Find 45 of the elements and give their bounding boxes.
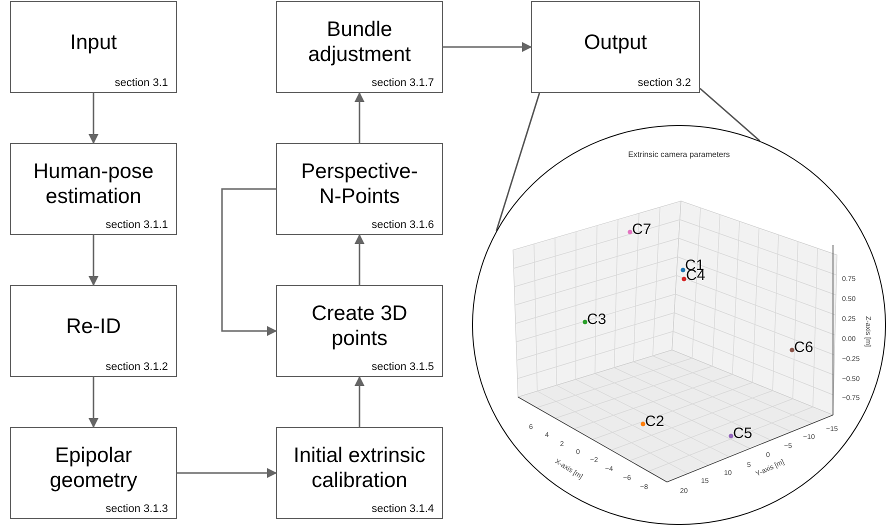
section-reference: section 3.1.7: [372, 77, 434, 89]
section-reference: section 3.1.6: [372, 219, 434, 231]
camera-label: C7: [632, 222, 652, 237]
step-title: Bundle adjustment: [307, 17, 412, 67]
arrow: [88, 235, 98, 286]
process-box: [10, 1, 177, 93]
camera-label: C5: [733, 426, 752, 441]
process-box: [276, 143, 443, 235]
arrow: [177, 468, 277, 478]
section-reference: section 3.1.1: [106, 219, 168, 231]
plot-title: Extrinsic camera parameters: [628, 150, 730, 159]
zoom-circle: [472, 125, 886, 525]
step-title: Input: [69, 30, 118, 54]
arrow: [354, 234, 364, 285]
step-title: Human-pose estimation: [32, 159, 155, 209]
section-reference: section 3.1.5: [372, 361, 434, 373]
process-box: [276, 427, 443, 519]
step-title: Create 3D points: [310, 301, 408, 351]
section-reference: section 3.1.4: [372, 503, 434, 515]
zoom-line: [700, 88, 760, 142]
camera-label: C6: [794, 340, 814, 355]
arrow: [354, 92, 364, 143]
step-title: Perspective-N-Points: [300, 159, 419, 209]
step-title: Initial extrinsic calibration: [292, 443, 426, 493]
process-box: [10, 143, 177, 235]
process-box: [10, 427, 177, 519]
process-box: [276, 1, 443, 93]
process-box: [276, 285, 443, 377]
process-box: [531, 1, 700, 93]
step-title: Epipolar geometry: [48, 443, 138, 493]
arrow: [88, 377, 98, 428]
arrow: [443, 42, 532, 52]
zoom-line: [496, 92, 540, 232]
section-reference: section 3.2: [638, 77, 691, 89]
section-reference: section 3.1.3: [106, 503, 168, 515]
camera-label: C3: [587, 312, 606, 327]
camera-label: C2: [645, 414, 664, 429]
section-reference: section 3.1.2: [106, 361, 168, 373]
step-title: Re-ID: [65, 314, 122, 338]
process-box: [10, 285, 177, 377]
arrow: [221, 188, 277, 336]
arrow: [354, 376, 364, 427]
step-title: Output: [582, 30, 648, 54]
section-reference: section 3.1: [114, 77, 168, 89]
arrow: [88, 93, 98, 144]
